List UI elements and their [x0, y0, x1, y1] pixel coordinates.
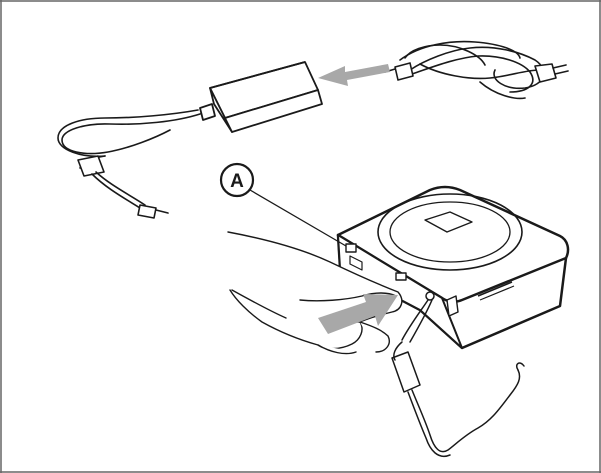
ac-power-cord [384, 40, 569, 100]
callout-label: A [230, 171, 244, 192]
insertion-arrow [318, 294, 398, 334]
power-adapter [199, 61, 323, 133]
arrow-to-adapter [318, 64, 390, 86]
printer-cable [391, 299, 525, 457]
callout-a: A [219, 162, 347, 247]
printer [336, 185, 570, 350]
dc-cable [57, 109, 201, 219]
